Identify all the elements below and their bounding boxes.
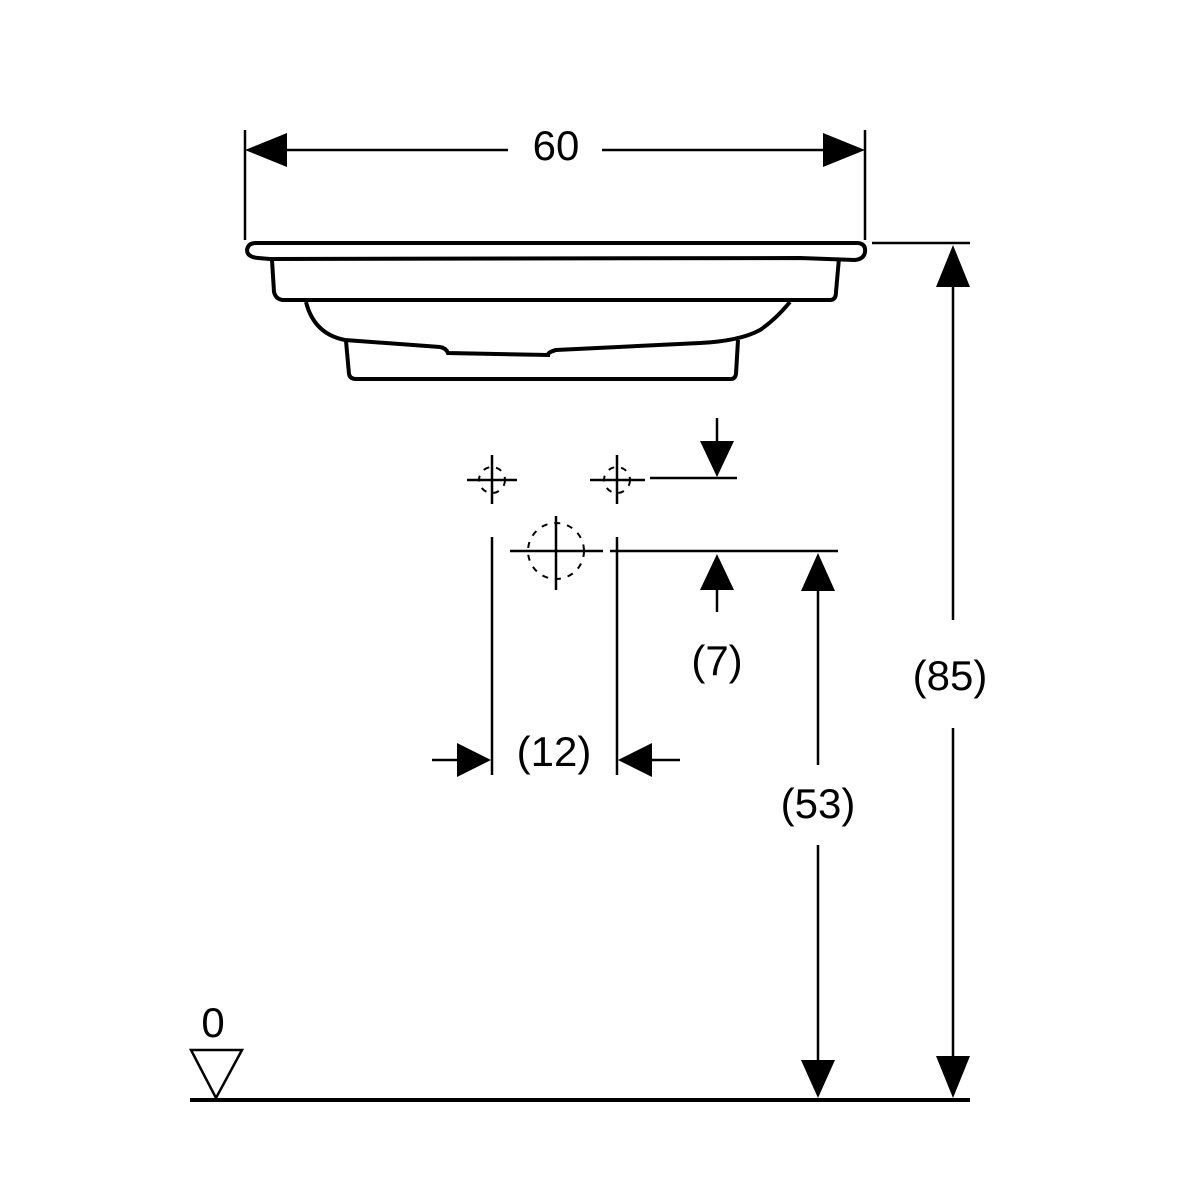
width-dimension: 60 — [243, 122, 867, 240]
supply-spacing-dimension: (12) — [432, 537, 680, 777]
cold-supply-crosshair — [467, 455, 517, 504]
width-label: 60 — [533, 122, 580, 169]
drain-height-dimension: (53) — [610, 549, 856, 1098]
total-height-label: (85) — [913, 652, 988, 699]
supply-spacing-label: (12) — [517, 728, 592, 775]
washbasin-side-view — [244, 241, 868, 381]
supply-offset-label: (7) — [691, 637, 742, 684]
arrowhead-right — [823, 133, 865, 167]
drain-crosshair — [510, 516, 603, 590]
floor-level-label: 0 — [201, 999, 224, 1046]
hot-supply-crosshair — [590, 455, 645, 504]
floor-level: 0 — [188, 999, 970, 1102]
arrowhead-left — [245, 133, 287, 167]
drain-height-label: (53) — [781, 780, 856, 827]
supply-offset-dimension: (7) — [650, 418, 743, 684]
floor-level-triangle-icon — [188, 1048, 245, 1101]
total-height-dimension: (85) — [872, 241, 988, 1098]
